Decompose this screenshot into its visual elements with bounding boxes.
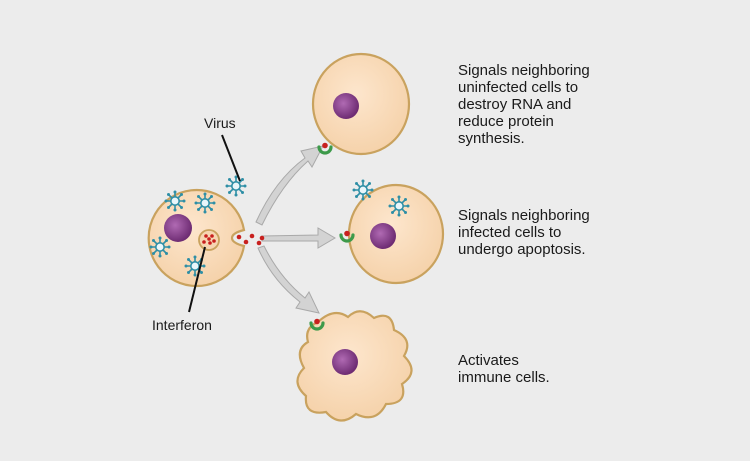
arrow-to-immune-cell	[257, 245, 320, 314]
infected-neighbor-cell	[339, 183, 445, 285]
virus-icon	[351, 178, 375, 202]
interferon-callout-line	[188, 246, 206, 313]
infected-neighbor-nucleus	[370, 223, 396, 249]
virus-label: Virus	[204, 115, 236, 131]
interferon-vesicle	[198, 229, 220, 251]
uninfected-cell-nucleus	[333, 93, 359, 119]
infected-cell-nucleus	[164, 214, 192, 242]
interferon-label: Interferon	[152, 317, 212, 333]
arrow-to-uninfected-cell	[255, 145, 324, 226]
uninfected-cell	[311, 52, 411, 156]
secreted-interferon	[236, 233, 265, 246]
infected-cell	[147, 188, 246, 288]
virus-callout-line	[221, 134, 241, 182]
intracellular-virus-icon	[148, 235, 172, 259]
intracellular-virus-icon	[387, 194, 411, 218]
intracellular-virus-icon	[163, 189, 187, 213]
immune-cell-nucleus	[332, 349, 358, 375]
immune-cell	[296, 310, 413, 422]
intracellular-virus-icon	[193, 191, 217, 215]
arrow-to-infected-cell	[261, 227, 336, 249]
virus-icon	[224, 174, 248, 198]
effect-label-uninfected: Signals neighboring uninfected cells to …	[458, 62, 590, 147]
effect-label-immune: Activates immune cells.	[458, 352, 550, 386]
effect-label-apoptosis: Signals neighboring infected cells to un…	[458, 207, 590, 258]
